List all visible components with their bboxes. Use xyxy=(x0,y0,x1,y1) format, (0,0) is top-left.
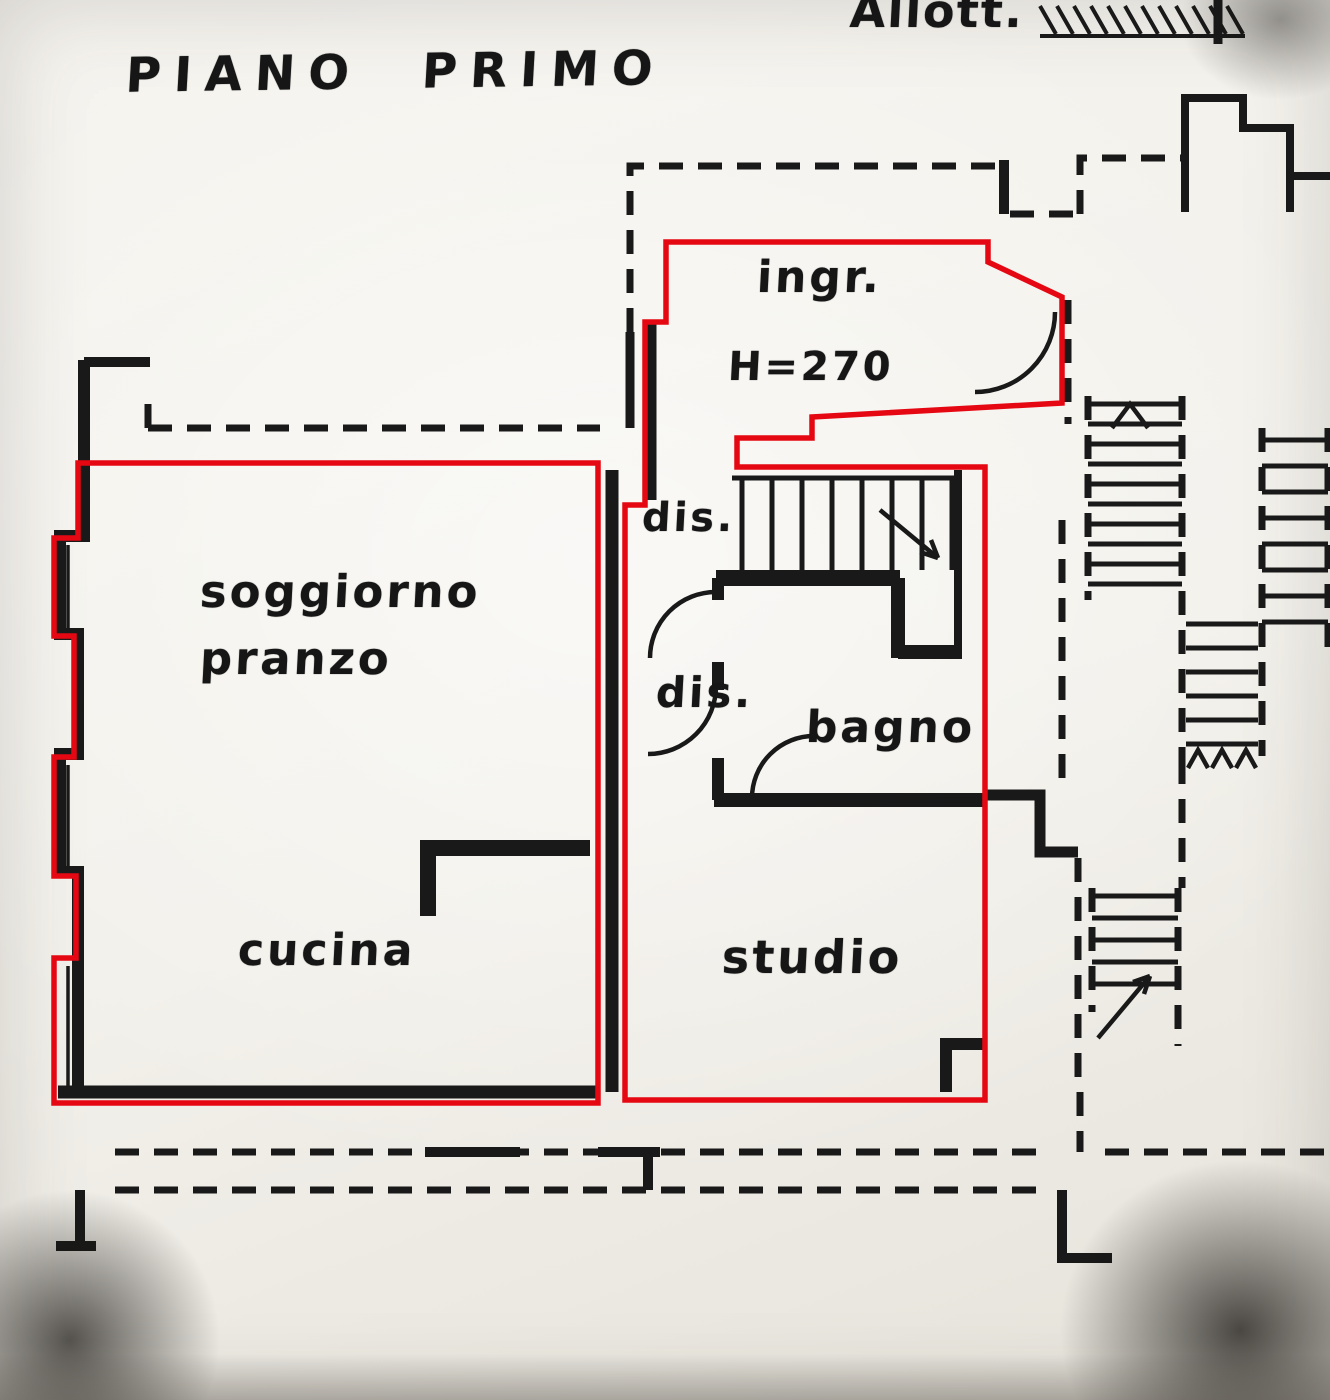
unit-outline-right xyxy=(622,239,1065,1103)
room-label-cucina: cucina xyxy=(236,925,417,976)
entrance-door-arc xyxy=(974,311,1058,395)
room-label-pranzo: pranzo xyxy=(198,632,394,685)
room-label-disimpegno-upper: dis. xyxy=(640,495,737,541)
hall-door-arc-1 xyxy=(647,589,717,659)
dashed-structures xyxy=(115,154,1330,1194)
stair-direction-arrows xyxy=(1096,400,1258,1040)
cropped-corner-note: Allott. xyxy=(848,0,1026,38)
room-label-bagno: bagno xyxy=(804,702,977,753)
unit-outline-left xyxy=(51,460,601,1106)
ceiling-height-note: H=270 xyxy=(726,344,895,390)
room-label-disimpegno-lower: dis. xyxy=(654,668,755,717)
room-label-studio: studio xyxy=(720,930,904,984)
bathroom-door-arc xyxy=(749,733,815,799)
external-stair-rungs xyxy=(1088,401,1328,987)
partition-walls xyxy=(712,578,985,807)
internal-staircase xyxy=(716,470,962,659)
room-label-soggiorno: soggiorno xyxy=(198,565,482,618)
hall-door-arc-2 xyxy=(647,685,719,757)
top-hatch xyxy=(1038,0,1245,44)
door-arcs xyxy=(647,311,1058,799)
page-title: PIANO PRIMO xyxy=(124,40,668,104)
unit-outline xyxy=(51,239,1065,1106)
room-label-ingresso: ingr. xyxy=(755,252,884,303)
